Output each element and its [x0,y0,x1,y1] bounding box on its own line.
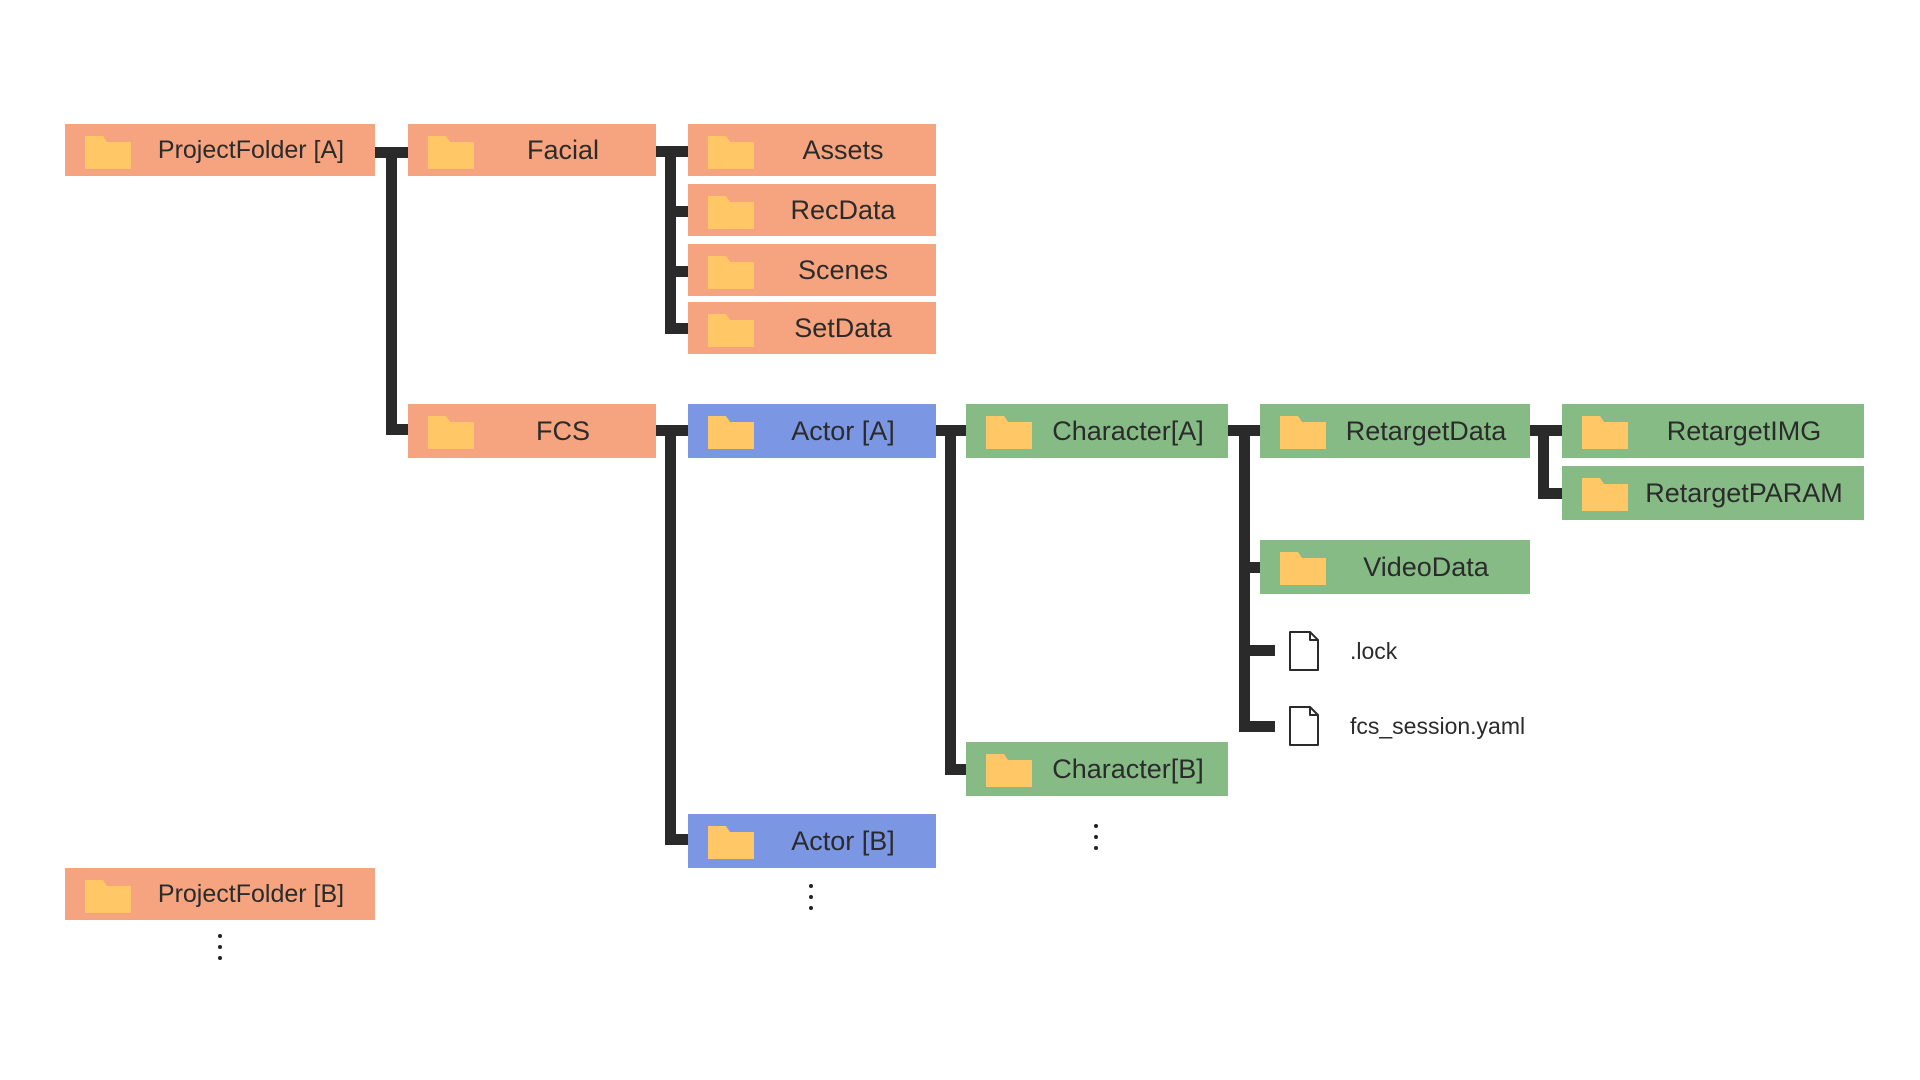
folder-character-b[interactable]: Character[B] [966,742,1228,796]
folder-icon [1280,416,1326,449]
vertical-ellipsis-icon [1091,822,1101,858]
folder-project-b[interactable]: ProjectFolder [B] [65,868,375,920]
folder-actor-b[interactable]: Actor [B] [688,814,936,868]
folder-label: ProjectFolder [A] [157,135,345,164]
connector-facial-trunk [665,146,676,334]
folder-video-data[interactable]: VideoData [1260,540,1530,594]
file-label: .lock [1350,637,1398,664]
connector-to-setdata [665,323,688,334]
folder-label: RetargetPARAM [1645,477,1843,508]
connector-to-scenes [665,266,688,277]
folder-label: Facial [526,134,600,165]
folder-label: RetargetData [1345,415,1507,446]
folder-icon [1280,552,1326,585]
folder-icon [428,416,474,449]
folder-assets[interactable]: Assets [688,124,936,176]
folder-project-a[interactable]: ProjectFolder [A] [65,124,375,176]
connector-to-character-b [945,764,966,775]
folder-label: VideoData [1363,551,1489,582]
connector-character-a-trunk [1239,425,1250,732]
folder-label: Character[A] [1052,415,1204,446]
folder-icon [85,880,131,913]
connector-retargetdata-trunk [1538,425,1549,499]
file-icon [1289,631,1319,671]
folder-label: Scenes [797,254,889,285]
folder-label: RetargetIMG [1666,415,1822,446]
folder-icon [428,136,474,169]
file-label: fcs_session.yaml [1350,712,1526,739]
folder-retarget-param[interactable]: RetargetPARAM [1562,466,1864,520]
folder-facial[interactable]: Facial [408,124,656,176]
folder-icon [708,136,754,169]
connector-to-session [1239,721,1275,732]
folder-icon [708,196,754,229]
folder-label: Assets [802,134,884,165]
folder-label: Actor [A] [791,415,895,446]
file-fcs-session[interactable]: fcs_session.yaml [1288,701,1525,751]
folder-recdata[interactable]: RecData [688,184,936,236]
connector-to-videodata [1239,562,1260,573]
connector-to-lock [1239,645,1275,656]
folder-label: Character[B] [1052,753,1204,784]
folder-retarget-data[interactable]: RetargetData [1260,404,1530,458]
folder-setdata[interactable]: SetData [688,302,936,354]
folder-fcs[interactable]: FCS [408,404,656,458]
vertical-ellipsis-icon [806,882,816,918]
folder-icon [1582,478,1628,511]
folder-scenes[interactable]: Scenes [688,244,936,296]
connector-to-recdata [665,206,688,217]
folder-label: Actor [B] [791,825,895,856]
folder-label: ProjectFolder [B] [157,879,345,908]
connector-to-fcs [386,424,408,435]
folder-icon [1582,416,1628,449]
folder-label: RecData [790,194,896,225]
connector-project-a-trunk [386,147,397,435]
folder-retarget-img[interactable]: RetargetIMG [1562,404,1864,458]
folder-icon [708,826,754,859]
folder-icon [986,754,1032,787]
folder-icon [708,256,754,289]
file-icon [1289,706,1319,746]
file-lock[interactable]: .lock [1288,626,1397,676]
connector-to-retargetparam [1538,488,1562,499]
vertical-ellipsis-icon [215,932,225,968]
connector-to-actor-b [665,834,688,845]
connector-actor-a-trunk [945,425,956,775]
folder-label: FCS [536,415,590,446]
folder-icon [986,416,1032,449]
folder-icon [85,136,131,169]
folder-label: SetData [794,312,892,343]
folder-character-a[interactable]: Character[A] [966,404,1228,458]
folder-icon [708,314,754,347]
connector-fcs-trunk [665,425,676,845]
folder-icon [708,416,754,449]
folder-actor-a[interactable]: Actor [A] [688,404,936,458]
